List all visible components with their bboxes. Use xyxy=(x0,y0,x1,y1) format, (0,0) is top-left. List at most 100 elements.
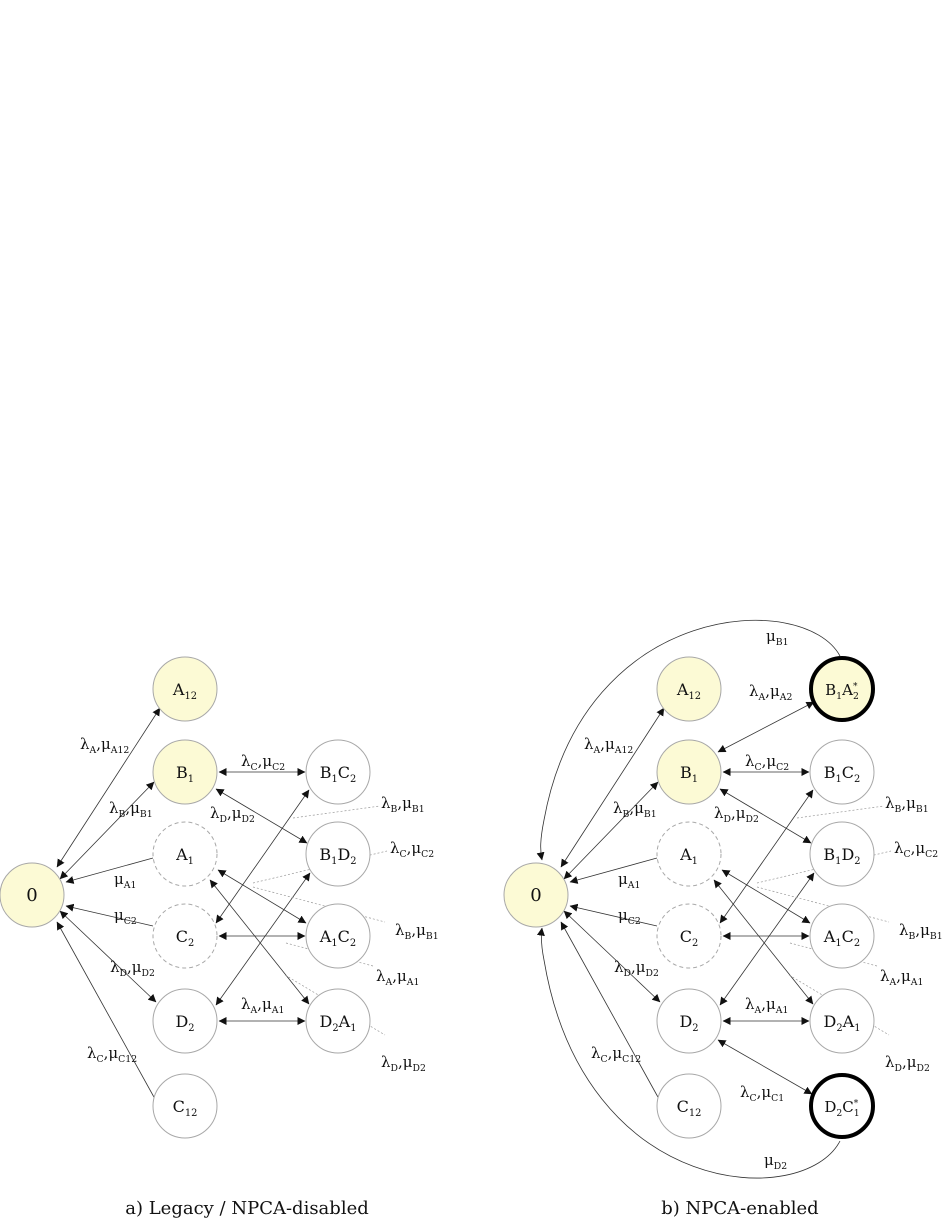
node-d2 xyxy=(656,988,722,1054)
panel-a-legacy: 0 A12​ B1​ A1​ C2​ D2​ C12​ B1​C2​ B1​D2… xyxy=(0,656,439,1219)
node-a1c2 xyxy=(305,903,371,969)
edge-label-lam-a-mu-a12: λA​,μA12​ xyxy=(80,735,129,756)
edge-0-d2 xyxy=(563,910,661,1003)
edge-label-mu-a1: μA1​ xyxy=(618,870,640,891)
node-b1d2 xyxy=(305,821,371,887)
edge-a1-0 xyxy=(569,857,658,884)
node-b1 xyxy=(656,739,722,805)
node-b1-label: B1​ xyxy=(680,763,698,785)
node-b1d2-label: B1​D2​ xyxy=(823,845,860,867)
node-b1c2 xyxy=(809,739,875,805)
node-a1-label: A1​ xyxy=(175,845,194,867)
node-a12-label: A12​ xyxy=(172,680,197,702)
edge-label-right-lam-b-mu-b1-top: λB​,μB1​ xyxy=(381,794,425,815)
edge-label-lam-c-mu-c12: λC​,μC12​ xyxy=(591,1044,641,1065)
edge-label-mu-d2-bottom: μD2​ xyxy=(764,1151,787,1172)
node-c12 xyxy=(152,1073,218,1139)
node-b1a2s xyxy=(809,656,875,722)
node-d2-label: D2​ xyxy=(175,1012,194,1034)
edge-label-lam-a-mu-a12: λA​,μA12​ xyxy=(584,735,633,756)
edge-label-lam-c-mu-c1: λC​,μC1​ xyxy=(740,1083,784,1104)
edge-label-lam-c-mu-c2: λC​,μC2​ xyxy=(745,752,789,773)
edge-b1-b1a2s xyxy=(717,701,815,753)
edge-label-lam-d-mu-d2-b: λD​,μD2​ xyxy=(714,804,759,825)
edge-0-b1 xyxy=(563,781,659,880)
edge-a1-d2a1 xyxy=(713,879,814,1005)
edge-label-lam-a-mu-a1-bottom: λA​,μA1​ xyxy=(745,995,788,1016)
node-b1c2-label: B1​C2​ xyxy=(320,763,357,785)
node-a1c2-label: A1​C2​ xyxy=(319,927,356,949)
edge-0-c12 xyxy=(56,921,161,1109)
edge-label-mu-a1: μA1​ xyxy=(114,870,136,891)
edge-0-d2 xyxy=(59,910,157,1003)
edge-0-a12 xyxy=(560,707,665,868)
edge-label-lam-d-mu-d2: λD​,μD2​ xyxy=(110,958,155,979)
edge-label-right-lam-d-mu-d2: λD​,μD2​ xyxy=(885,1053,930,1074)
node-d2a1-label: D2​A1​ xyxy=(320,1012,357,1034)
edge-a1-0 xyxy=(65,857,154,884)
edge-0-c12 xyxy=(560,921,665,1109)
edge-label-lam-b-mu-b1: λB​,μB1​ xyxy=(613,799,657,820)
node-d2c1s-label: D2​C*1​ xyxy=(824,1098,859,1119)
exit-line-b1c2 xyxy=(796,805,885,819)
node-a1c2 xyxy=(809,903,875,969)
node-b1a2s-label: B1​A*2​ xyxy=(825,681,859,702)
node-a12-label: A12​ xyxy=(676,680,701,702)
node-d2a1 xyxy=(305,988,371,1054)
node-c12 xyxy=(656,1073,722,1139)
edge-d2-b1d2 xyxy=(719,872,815,1006)
node-d2c1s xyxy=(809,1073,875,1139)
edge-c2-0 xyxy=(569,903,658,927)
caption-b: b) NPCA-enabled xyxy=(661,1198,818,1219)
edge-label-right-lam-d-mu-d2: λD​,μD2​ xyxy=(381,1053,426,1074)
node-a1c2-label: A1​C2​ xyxy=(823,927,860,949)
edge-label-mu-c2: μC2​ xyxy=(618,906,641,927)
edge-0-b1 xyxy=(59,781,155,880)
edge-d2-b1d2 xyxy=(215,872,311,1006)
node-0-label: 0 xyxy=(26,885,37,906)
edge-label-right-lam-a-mu-a1: λA​,μA1​ xyxy=(880,967,923,988)
node-d2 xyxy=(152,988,218,1054)
exit-line-b1c2 xyxy=(292,805,381,819)
edge-label-lam-d-mu-d2: λD​,μD2​ xyxy=(614,958,659,979)
edge-label-right-lam-c-mu-c2: λC​,μC2​ xyxy=(390,839,434,860)
edge-label-right-lam-b-mu-b1-top: λB​,μB1​ xyxy=(885,794,929,815)
node-b1d2-label: B1​D2​ xyxy=(319,845,356,867)
edge-label-right-lam-c-mu-c2: λC​,μC2​ xyxy=(894,839,938,860)
edge-c2-0 xyxy=(65,903,154,927)
node-c2-label: C2​ xyxy=(680,927,699,949)
node-c2-label: C2​ xyxy=(176,927,195,949)
edge-label-lam-c-mu-c12: λC​,μC12​ xyxy=(87,1044,137,1065)
panel-b-npca: 0 A12​ B1​ A1​ C2​ D2​ C12​ B1​A*2​ B1​C… xyxy=(503,619,943,1219)
node-0 xyxy=(0,862,65,928)
node-b1 xyxy=(152,739,218,805)
node-c2 xyxy=(152,903,218,969)
node-a1 xyxy=(152,821,218,887)
node-0-label: 0 xyxy=(530,885,541,906)
node-0 xyxy=(503,862,569,928)
edge-label-lam-c-mu-c2: λC​,μC2​ xyxy=(241,752,285,773)
node-b1c2 xyxy=(305,739,371,805)
edge-b1a2s-0-curve xyxy=(536,619,841,861)
node-d2-label: D2​ xyxy=(679,1012,698,1034)
node-c2 xyxy=(656,903,722,969)
node-b1-label: B1​ xyxy=(176,763,194,785)
edge-label-lam-a-mu-a2: λA​,μA2​ xyxy=(749,682,792,703)
node-d2a1 xyxy=(809,988,875,1054)
edge-label-mu-b1-top: μB1​ xyxy=(766,627,789,648)
caption-a: a) Legacy / NPCA-disabled xyxy=(125,1198,369,1219)
edge-a1-d2a1 xyxy=(209,879,310,1005)
edge-label-lam-d-mu-d2-b: λD​,μD2​ xyxy=(210,804,255,825)
node-a12 xyxy=(656,656,722,722)
node-c12-label: C12​ xyxy=(173,1097,198,1119)
edge-label-right-lam-a-mu-a1: λA​,μA1​ xyxy=(376,967,419,988)
node-a12 xyxy=(152,656,218,722)
edge-d2-d2c1s xyxy=(717,1039,813,1095)
node-c12-label: C12​ xyxy=(677,1097,702,1119)
node-b1c2-label: B1​C2​ xyxy=(824,763,861,785)
node-a1 xyxy=(656,821,722,887)
node-b1d2 xyxy=(809,821,875,887)
edge-label-lam-a-mu-a1-bottom: λA​,μA1​ xyxy=(241,995,284,1016)
edge-label-right-lam-b-mu-b1: λB​,μB1​ xyxy=(395,921,439,942)
